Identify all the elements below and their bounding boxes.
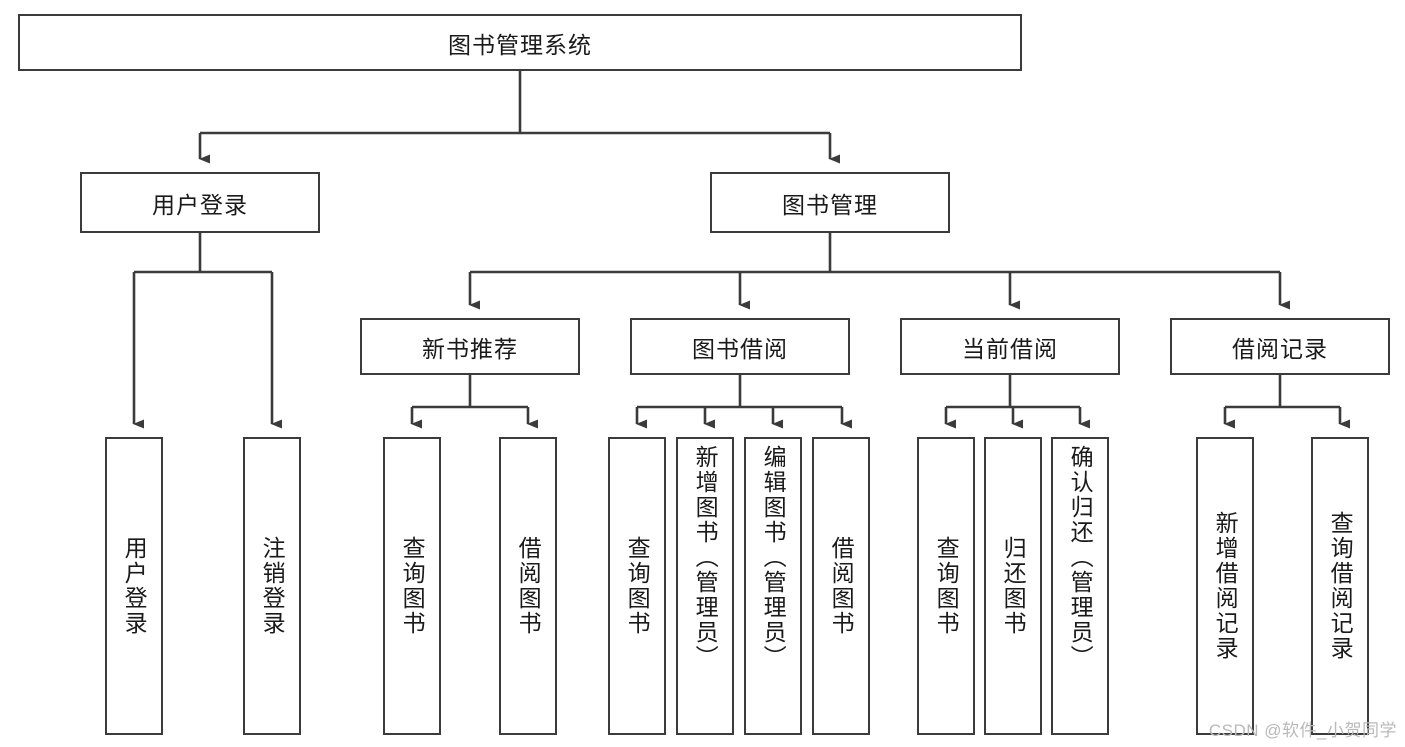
leaf-borrow-record-query[interactable]: 查询借阅记录 [1311,437,1369,735]
leaf-current-borrow-return[interactable]: 归还图书 [984,437,1042,735]
leaf-new-book-query[interactable]: 查询图书 [383,437,441,735]
node-new-book-recommend[interactable]: 新书推荐 [360,318,580,375]
leaf-new-book-borrow[interactable]: 借阅图书 [499,437,557,735]
node-book-borrow[interactable]: 图书借阅 [630,318,850,375]
leaf-label: 编辑图书（管理员） [760,445,787,670]
leaf-label: 确认归还（管理员） [1067,445,1094,670]
leaf-book-borrow-borrow[interactable]: 借阅图书 [812,437,870,735]
leaf-label: 借阅图书 [515,536,542,636]
leaf-current-borrow-query[interactable]: 查询图书 [917,437,975,735]
leaf-label: 查询图书 [933,536,960,636]
node-current-borrow[interactable]: 当前借阅 [900,318,1120,375]
node-book-management-label: 图书管理 [782,191,878,218]
leaf-book-borrow-add[interactable]: 新增图书（管理员） [676,437,734,735]
leaf-label: 用户登录 [121,536,148,636]
watermark: CSDN @软件_小贺同学 [1208,721,1397,740]
leaf-label: 新增图书（管理员） [692,445,719,670]
node-current-borrow-label: 当前借阅 [962,335,1058,362]
node-book-borrow-label: 图书借阅 [692,335,788,362]
leaf-label: 归还图书 [1000,536,1027,636]
leaf-label: 新增借阅记录 [1212,511,1239,661]
leaf-label: 注销登录 [259,536,286,636]
node-root[interactable]: 图书管理系统 [18,14,1022,71]
node-new-book-recommend-label: 新书推荐 [422,335,518,362]
leaf-label: 查询图书 [624,536,651,636]
node-root-label: 图书管理系统 [448,31,592,58]
node-book-management[interactable]: 图书管理 [710,172,950,233]
node-borrow-record-label: 借阅记录 [1232,335,1328,362]
leaf-book-borrow-query[interactable]: 查询图书 [608,437,666,735]
leaf-borrow-record-add[interactable]: 新增借阅记录 [1196,437,1254,735]
node-user-login-label: 用户登录 [152,191,248,218]
leaf-user-login-login[interactable]: 用户登录 [105,437,163,735]
node-borrow-record[interactable]: 借阅记录 [1170,318,1390,375]
leaf-label: 查询借阅记录 [1327,511,1354,661]
node-user-login[interactable]: 用户登录 [80,172,320,233]
leaf-current-borrow-confirm[interactable]: 确认归还（管理员） [1051,437,1109,735]
leaf-book-borrow-edit[interactable]: 编辑图书（管理员） [744,437,802,735]
leaf-user-login-logout[interactable]: 注销登录 [243,437,301,735]
leaf-label: 借阅图书 [828,536,855,636]
leaf-label: 查询图书 [399,536,426,636]
